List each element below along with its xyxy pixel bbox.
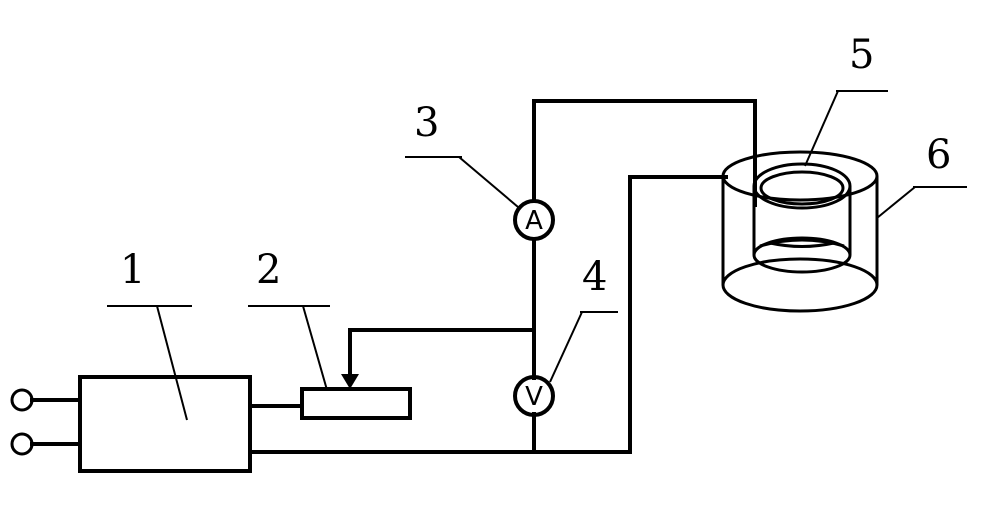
inner-cup bbox=[752, 162, 852, 274]
inner-cup-bottom bbox=[752, 236, 852, 274]
rheostat-slider-wire bbox=[348, 328, 536, 382]
ammeter-leader bbox=[458, 156, 519, 208]
rheostat-leader bbox=[302, 305, 328, 391]
voltmeter-leader bbox=[549, 311, 583, 383]
outer-vessel-top-rim bbox=[721, 150, 879, 202]
inner-cup-inner-rim bbox=[759, 170, 845, 206]
voltmeter-label: 4 bbox=[582, 254, 607, 300]
outer-vessel bbox=[721, 150, 879, 313]
power-supply-box bbox=[78, 375, 252, 473]
ammeter bbox=[513, 199, 555, 241]
rheostat-label: 2 bbox=[256, 247, 281, 293]
input-terminals bbox=[10, 388, 82, 456]
voltmeter bbox=[513, 375, 555, 417]
outer-vessel-leader bbox=[876, 186, 916, 219]
inner-cup-label: 5 bbox=[849, 32, 874, 78]
ammeter-label: 3 bbox=[414, 100, 439, 146]
return-wire bbox=[248, 175, 728, 454]
power-supply-leader bbox=[156, 305, 188, 421]
terminal-bottom bbox=[10, 432, 34, 456]
power-supply-label: 1 bbox=[120, 247, 145, 293]
voltmeter-symbol: V bbox=[525, 382, 543, 412]
rheostat-slider-arrow bbox=[341, 374, 359, 389]
outer-vessel-label: 6 bbox=[926, 132, 951, 178]
outer-vessel-bottom bbox=[721, 257, 879, 313]
rheostat-body bbox=[300, 387, 412, 420]
inner-cup-leader bbox=[804, 90, 839, 167]
top-wire bbox=[532, 99, 757, 207]
ammeter-symbol: A bbox=[525, 206, 543, 236]
inner-cup-liquid-arc bbox=[769, 241, 835, 248]
terminal-top bbox=[10, 388, 34, 412]
inner-cup-liquid-level bbox=[759, 238, 845, 248]
